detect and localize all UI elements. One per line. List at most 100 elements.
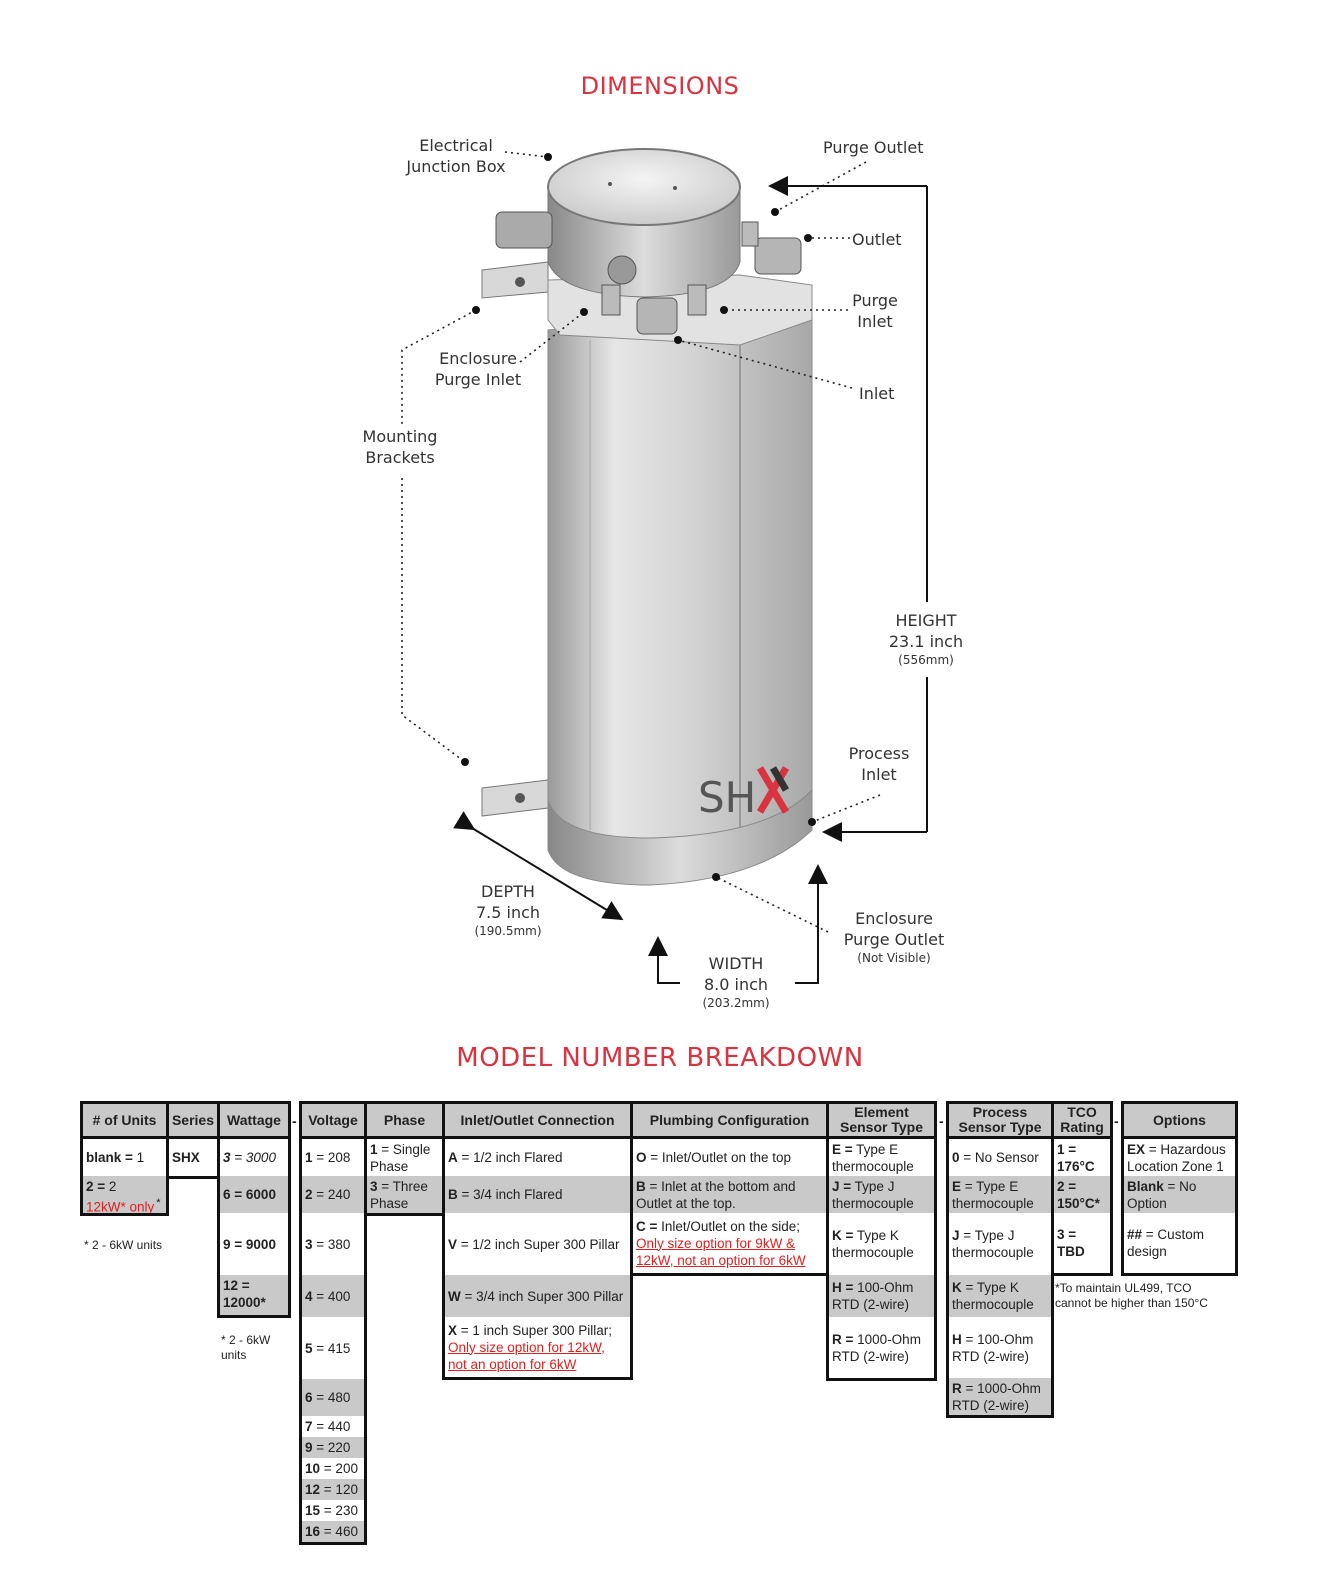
code: J (952, 1228, 960, 1243)
value: = No (1167, 1178, 1197, 1194)
depth-metric: (190.5mm) (474, 924, 542, 938)
value: = 3/4 inch Flared (461, 1187, 563, 1202)
value: = Type K (965, 1280, 1019, 1295)
label-purge-inlet: Purge Inlet (838, 290, 912, 332)
value: Type K (856, 1228, 899, 1243)
value: = 120 (323, 1482, 358, 1497)
header-line: Process (972, 1104, 1028, 1120)
value-line-2: Option (1127, 1195, 1167, 1211)
code: C = (636, 1218, 658, 1234)
red-note: Only size option for 9kW & (636, 1235, 796, 1251)
value: = Single (381, 1141, 431, 1157)
value-line-2: thermocouple (832, 1245, 914, 1260)
depth-dimension: DEPTH 7.5 inch (190.5mm) (458, 881, 558, 939)
header-process-sensor: Process Sensor Type (946, 1101, 1054, 1139)
value: = 1000-Ohm (965, 1380, 1041, 1396)
value: = 415 (316, 1340, 351, 1356)
heater-body: SH (481, 148, 813, 886)
value: = 208 (316, 1150, 351, 1165)
header-line: Sensor Type (840, 1119, 923, 1135)
code: 4 (305, 1288, 313, 1304)
value-line-2: thermocouple (832, 1158, 914, 1174)
header-options: Options (1121, 1101, 1238, 1139)
label-electrical-junction-box: Electrical Junction Box (396, 135, 516, 177)
value-line-2: RTD (2-wire) (952, 1348, 1029, 1364)
label-line: Purge Outlet (843, 930, 945, 949)
connection-row: X = 1 inch Super 300 Pillar;Only size op… (445, 1317, 630, 1377)
label-line: Brackets (365, 448, 435, 467)
code: 9 (223, 1236, 231, 1252)
code: 6 (305, 1390, 313, 1405)
voltage-row: 15 = 230 (302, 1500, 364, 1521)
value: = 230 (323, 1503, 358, 1518)
value: = Inlet/Outlet on the top (650, 1150, 792, 1165)
code: X (448, 1322, 458, 1338)
value: = 9000 (234, 1236, 276, 1252)
label-line: Mounting (362, 427, 438, 446)
wattage-note: * 2 - 6kW units (221, 1333, 270, 1363)
label-outlet: Outlet (852, 230, 902, 249)
value: = 440 (316, 1419, 351, 1434)
series-row: SHX (172, 1150, 200, 1165)
label-line: Process (848, 744, 910, 763)
code: R (952, 1380, 962, 1396)
value-line-2: thermocouple (952, 1245, 1034, 1260)
red-note: 12kW* only (86, 1199, 155, 1215)
value: Inlet/Outlet on the side; (661, 1218, 800, 1234)
note-line: *To maintain UL499, TCO (1055, 1281, 1192, 1295)
value-line-2: RTD (2-wire) (832, 1297, 909, 1312)
voltage-row: 3 = 380 (302, 1213, 364, 1275)
voltage-row: 10 = 200 (302, 1458, 364, 1479)
element-sensor-row: K = Type K thermocouple (829, 1213, 934, 1275)
code: 3 (223, 1150, 231, 1165)
value-line-2: thermocouple (952, 1297, 1034, 1312)
value: 176°C (1057, 1159, 1095, 1174)
separator: - (1114, 1113, 1119, 1129)
value-line-2: RTD (2-wire) (952, 1397, 1029, 1413)
label-mounting-brackets: Mounting Brackets (350, 426, 450, 468)
code: 0 (952, 1150, 960, 1165)
height-dimension: HEIGHT 23.1 inch (556mm) (876, 610, 976, 668)
value: = Inlet at the bottom and (649, 1178, 796, 1194)
header-line: Element (854, 1104, 909, 1120)
wattage-row: 6 = 6000 (220, 1176, 288, 1213)
value: 2 (108, 1179, 117, 1194)
code: blank = (86, 1150, 133, 1165)
shx-logo: SH (698, 773, 756, 822)
value: = 100-Ohm (965, 1331, 1034, 1347)
tco-note: *To maintain UL499, TCO cannot be higher… (1055, 1281, 1208, 1311)
code: 9 (305, 1440, 313, 1455)
units-note: * 2 - 6kW units (84, 1238, 163, 1252)
voltage-row: 16 = 460 (302, 1521, 364, 1542)
label-enclosure-purge-inlet: Enclosure Purge Inlet (424, 348, 532, 390)
connection-row: B = 3/4 inch Flared (445, 1176, 630, 1213)
label-purge-outlet: Purge Outlet (823, 138, 924, 157)
code: W (448, 1288, 461, 1304)
voltage-row: 1 = 208 (302, 1139, 364, 1176)
voltage-row: 7 = 440 (302, 1416, 364, 1437)
value: TBD (1057, 1244, 1085, 1259)
width-dimension: WIDTH 8.0 inch (203.2mm) (686, 953, 786, 1011)
code: E (952, 1178, 962, 1194)
value: 1 (136, 1150, 145, 1165)
code: K = (832, 1228, 854, 1243)
header-line: Sensor Type (958, 1119, 1042, 1135)
value: 12000* (223, 1295, 266, 1310)
note-line: cannot be higher than 150°C (1055, 1296, 1208, 1310)
header-element-sensor: Element Sensor Type (826, 1101, 937, 1139)
header-plumbing: Plumbing Configuration (630, 1101, 829, 1139)
voltage-row: 6 = 480 (302, 1379, 364, 1416)
label-enclosure-purge-outlet: Enclosure Purge Outlet (Not Visible) (832, 908, 956, 966)
value: = 3/4 inch Super 300 Pillar (464, 1288, 624, 1304)
label-inlet: Inlet (859, 384, 895, 403)
value: = No Sensor (963, 1150, 1039, 1165)
value: 100-Ohm (857, 1280, 914, 1295)
label-line: Electrical (419, 136, 493, 155)
red-note: not an option for 6kW (448, 1356, 577, 1372)
